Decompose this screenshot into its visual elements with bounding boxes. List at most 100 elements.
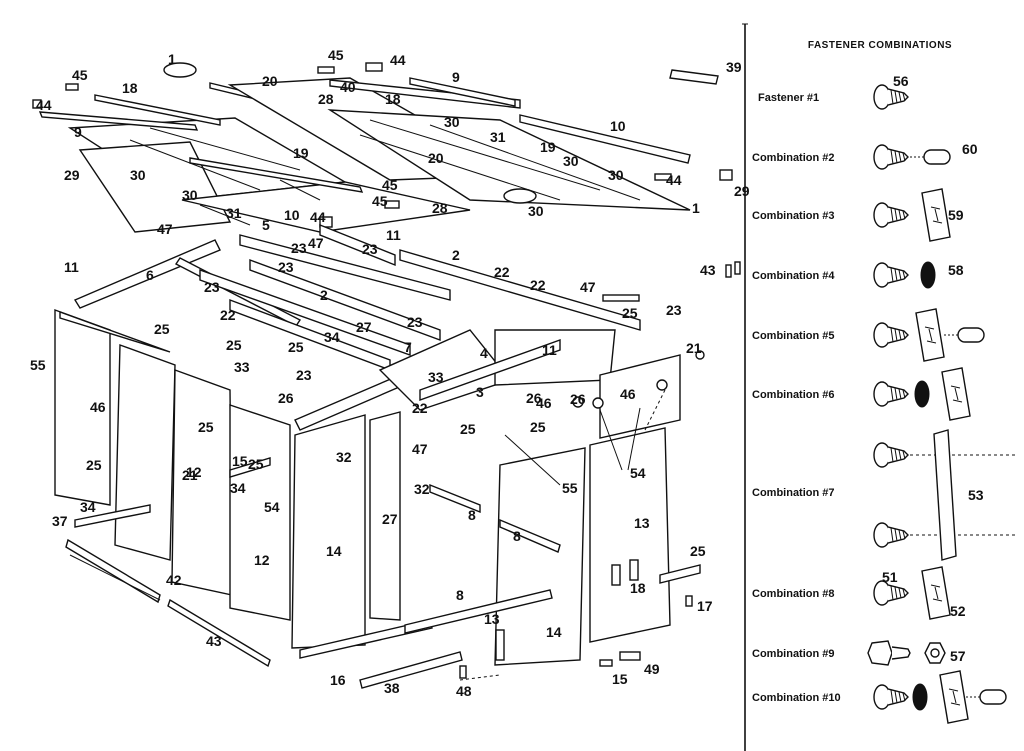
fastener-row-label: Combination #7 — [752, 487, 835, 499]
part-callout: 30 — [130, 167, 146, 183]
part-callout: 44 — [666, 172, 682, 188]
part-callout: 29 — [64, 167, 80, 183]
part-callout: 49 — [644, 661, 660, 677]
part-callout: 38 — [384, 680, 400, 696]
fastener-part-number: 58 — [948, 262, 964, 278]
part-callout: 11 — [542, 342, 557, 358]
fastener-part-number: 60 — [962, 141, 978, 157]
part-callout: 44 — [390, 52, 406, 68]
part-callout: 34 — [80, 499, 96, 515]
fastener-panel: FASTENER COMBINATIONS Fastener #156Combi… — [742, 23, 1018, 751]
part-callout: 25 — [198, 419, 214, 435]
part-callout: 20 — [428, 150, 444, 166]
part-callout: 43 — [206, 633, 222, 649]
part-callout: 25 — [690, 543, 706, 559]
part-callout: 7 — [404, 339, 412, 355]
part-callout: 26 — [526, 390, 542, 406]
part-callout: 42 — [166, 572, 182, 588]
part-callout: 23 — [296, 367, 312, 383]
part-callout: 32 — [336, 449, 352, 465]
part-callout: 18 — [122, 80, 138, 96]
part-callout: 14 — [326, 543, 342, 559]
part-callout: 25 — [288, 339, 304, 355]
fastener-part-number: 53 — [968, 487, 984, 503]
part-callout: 34 — [230, 480, 246, 496]
panel-title: FASTENER COMBINATIONS — [808, 40, 952, 51]
part-callout: 23 — [362, 241, 378, 257]
part-callout: 45 — [382, 177, 398, 193]
part-callout: 47 — [157, 221, 173, 237]
part-callout: 55 — [562, 480, 578, 496]
part-callout: 39 — [726, 59, 742, 75]
part-callout: 1 — [168, 51, 176, 67]
part-callout: 18 — [385, 91, 401, 107]
part-callout: 23 — [204, 279, 220, 295]
part-callout: 8 — [456, 587, 464, 603]
part-callout: 47 — [580, 279, 596, 295]
fastener-part-number: 57 — [950, 648, 966, 664]
part-callout: 46 — [536, 395, 552, 411]
part-callout: 29 — [734, 183, 750, 199]
part-callout: 27 — [356, 319, 372, 335]
fastener-row: Fastener #156 — [758, 73, 909, 110]
part-callout: 17 — [697, 598, 713, 614]
part-callout: 11 — [64, 259, 79, 275]
part-callout: 48 — [456, 683, 472, 699]
part-callout: 30 — [528, 203, 544, 219]
part-callout: 13 — [634, 515, 650, 531]
part-callout: 27 — [382, 511, 398, 527]
part-callout: 31 — [226, 205, 242, 221]
part-callout: 23 — [278, 259, 294, 275]
part-callout: 30 — [608, 167, 624, 183]
part-callout: 22 — [220, 307, 236, 323]
part-callout: 20 — [262, 73, 278, 89]
fastener-row-label: Combination #9 — [752, 648, 835, 660]
part-callout: 25 — [460, 421, 476, 437]
part-callout: 40 — [340, 79, 356, 95]
part-callout: 26 — [570, 391, 586, 407]
part-callout: 25 — [622, 305, 638, 321]
part-callout: 25 — [154, 321, 170, 337]
part-callout: 55 — [30, 357, 46, 373]
fastener-row: Combination #6 — [752, 367, 971, 421]
part-callout: 28 — [318, 91, 334, 107]
fastener-row: Combination #5 — [752, 308, 985, 362]
part-callout: 25 — [86, 457, 102, 473]
part-callout: 22 — [412, 400, 428, 416]
part-callout: 23 — [291, 240, 307, 256]
part-callout: 47 — [412, 441, 428, 457]
part-callout: 10 — [610, 118, 626, 134]
part-callout: 21 — [182, 467, 198, 483]
part-callout: 45 — [72, 67, 88, 83]
part-callout: 28 — [432, 200, 448, 216]
part-callout: 34 — [324, 329, 340, 345]
part-callout: 15 — [232, 453, 248, 469]
part-callout: 54 — [630, 465, 646, 481]
part-callout: 22 — [494, 264, 510, 280]
part-callout: 46 — [90, 399, 106, 415]
part-callout: 2 — [320, 287, 328, 303]
part-callout: 30 — [444, 114, 460, 130]
part-callout: 23 — [666, 302, 682, 318]
fastener-row: Combination #7 53 — [752, 429, 1018, 561]
part-callout: 30 — [182, 187, 198, 203]
fastener-row-label: Fastener #1 — [758, 92, 819, 104]
fastener-row-label: Combination #4 — [752, 270, 835, 282]
part-callout: 8 — [513, 528, 521, 544]
part-callout: 21 — [686, 340, 702, 356]
part-callout: 4 — [480, 345, 488, 361]
part-callout: 33 — [428, 369, 444, 385]
part-callout: 23 — [407, 314, 423, 330]
fastener-part-number: 52 — [950, 603, 966, 619]
part-callout: 54 — [264, 499, 280, 515]
fastener-row: Combination #10 — [752, 670, 1007, 724]
fastener-part-number: 59 — [948, 207, 964, 223]
part-callout: 12 — [254, 552, 270, 568]
part-callout: 15 — [612, 671, 628, 687]
fastener-row: Combination #4 58 — [752, 261, 964, 289]
part-callout: 3 — [476, 384, 484, 400]
part-callout: 26 — [278, 390, 294, 406]
